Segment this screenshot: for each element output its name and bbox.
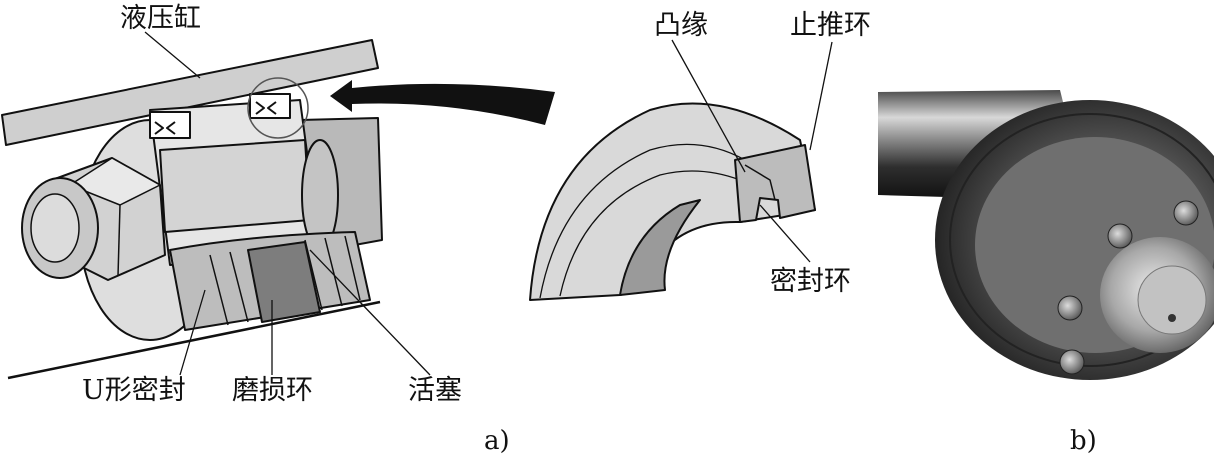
label-u-seal: U形密封 xyxy=(82,375,186,406)
label-piston: 活塞 xyxy=(408,375,462,406)
label-thrust-ring: 止推环 xyxy=(790,10,871,41)
cylinder-wall xyxy=(1,39,379,146)
ring-inner-shadow xyxy=(619,199,701,296)
cylinder-bottom-line xyxy=(7,300,381,380)
caption-b: b) xyxy=(1070,426,1097,456)
ring-cross-section xyxy=(734,144,816,223)
photo-bolt xyxy=(1057,295,1083,321)
label-flange: 凸缘 xyxy=(654,10,708,41)
wear-ring-shape xyxy=(247,241,321,323)
caption-a: a) xyxy=(484,426,510,456)
label-wear-ring: 磨损环 xyxy=(232,375,313,406)
photo-bolt xyxy=(1107,223,1133,249)
seal-ring-drawing xyxy=(529,39,833,301)
zoom-arrow xyxy=(330,80,555,125)
photo-bolt xyxy=(1173,200,1199,226)
photo-flange xyxy=(878,90,1214,380)
piston-assembly-drawing xyxy=(1,31,431,380)
label-seal-ring: 密封环 xyxy=(770,266,851,297)
detail-circle xyxy=(247,77,309,139)
photo-bolt xyxy=(1059,349,1085,375)
label-hydraulic-cylinder: 液压缸 xyxy=(120,3,201,34)
